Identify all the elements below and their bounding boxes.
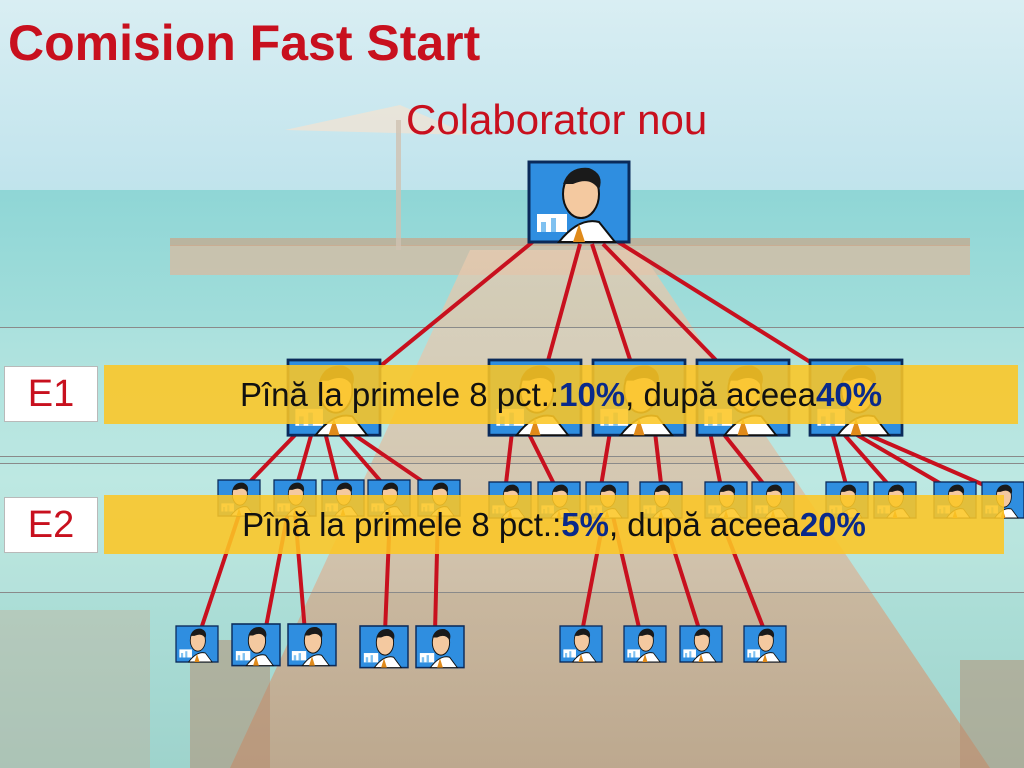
businessman-icon bbox=[287, 623, 337, 667]
rate-initial-percent: 5% bbox=[561, 505, 609, 543]
rate-after-percent: 20% bbox=[799, 505, 866, 543]
rate-text-middle: , după aceea bbox=[608, 505, 800, 543]
commission-rate-e1: Pînă la primele 8 pct.: 10%, după aceea … bbox=[104, 365, 1018, 424]
businessman-icon bbox=[743, 625, 787, 663]
rate-text-before: Pînă la primele 8 pct.: bbox=[242, 505, 562, 543]
businessman-icon bbox=[623, 625, 667, 663]
businessman-icon bbox=[231, 623, 281, 667]
level-label-e2: E2 bbox=[4, 497, 98, 553]
businessman-icon bbox=[175, 625, 219, 663]
businessman-icon bbox=[527, 160, 631, 244]
commission-rate-e2: Pînă la primele 8 pct.: 5%, după aceea 2… bbox=[104, 495, 1004, 554]
slide-title: Comision Fast Start bbox=[8, 15, 481, 71]
businessman-icon bbox=[415, 625, 465, 669]
slide-subtitle: Colaborator nou bbox=[406, 96, 708, 143]
rate-text-middle: , după aceea bbox=[625, 375, 816, 413]
businessman-icon bbox=[359, 625, 409, 669]
rate-text-before: Pînă la primele 8 pct.: bbox=[239, 375, 560, 413]
businessman-icon bbox=[679, 625, 723, 663]
level-label-e1: E1 bbox=[4, 366, 98, 422]
rate-initial-percent: 10% bbox=[559, 375, 626, 413]
businessman-icon bbox=[559, 625, 603, 663]
rate-after-percent: 40% bbox=[816, 375, 883, 413]
